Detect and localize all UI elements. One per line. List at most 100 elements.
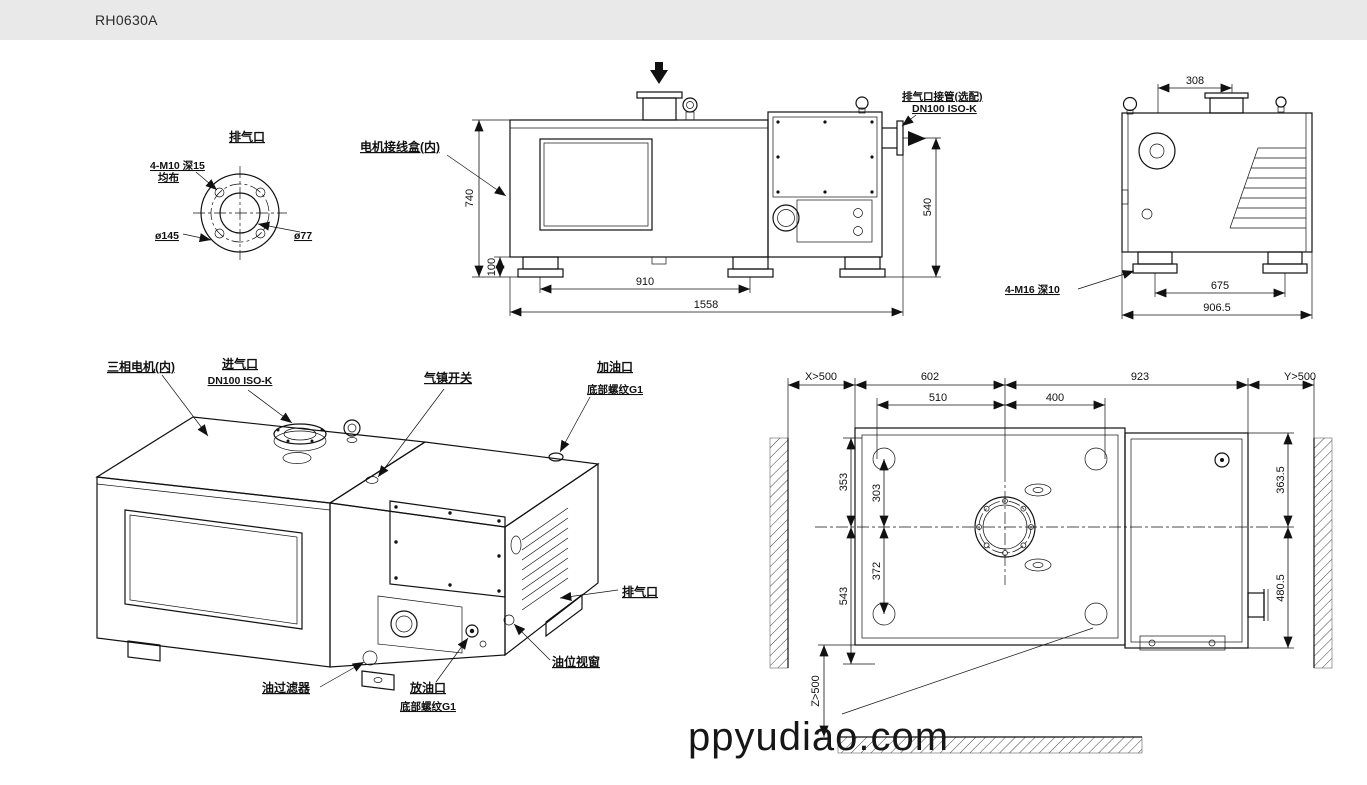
plan-dim-602: 602 <box>921 371 939 383</box>
svg-text:1558: 1558 <box>694 299 718 311</box>
side-exhaust-label-line1: 排气口接管(选配) <box>902 90 983 103</box>
iso-drain-plug <box>465 624 487 648</box>
side-inlet-port <box>636 91 683 121</box>
side-body-window <box>539 138 653 231</box>
side-dim-910: 910 <box>539 276 751 294</box>
plan-dim-400: 400 <box>1046 392 1064 404</box>
end-fan-housing <box>1138 132 1176 170</box>
flange-bolt-leader <box>195 171 218 191</box>
end-inlet-port <box>1204 92 1249 114</box>
side-dim-740: 740 <box>464 119 518 278</box>
flange-bolt-arrangement-label: 均布 <box>158 171 179 184</box>
iso-pump-front-face <box>329 502 506 668</box>
svg-text:910: 910 <box>636 276 654 288</box>
end-dim-308: 308 <box>1157 75 1233 113</box>
plan-dim-x: X>500 <box>805 371 837 383</box>
svg-text:675: 675 <box>1211 280 1229 292</box>
inlet-label-line1: 进气口 <box>222 356 258 371</box>
iso-right-foot <box>545 593 583 638</box>
svg-text:100: 100 <box>486 258 498 276</box>
end-vent-louvers <box>1229 147 1306 229</box>
side-junction-box <box>767 111 883 258</box>
flow-direction-down-arrow-icon <box>650 62 668 84</box>
oil-drain-label-line2: 底部螺纹G1 <box>400 700 456 713</box>
flange-bore-dia-leader <box>257 221 301 233</box>
plan-dim-923: 923 <box>1131 371 1149 383</box>
iso-oil-filter <box>362 650 378 666</box>
iso-gas-ballast-knob <box>365 476 379 484</box>
side-exhaust-leader <box>901 114 917 127</box>
iso-eyebolt-icon <box>343 419 361 443</box>
oil-filter-label: 油过滤器 <box>262 680 311 695</box>
motor-label: 三相电机(内) <box>107 359 175 374</box>
iso-oil-sight-glass <box>390 610 418 638</box>
oil-drain-label-line1: 放油口 <box>409 680 446 695</box>
iso-oil-level-window <box>503 614 515 626</box>
iso-inlet-flange <box>273 423 327 452</box>
plan-dim-372: 372 <box>871 562 883 580</box>
side-exhaust-flange <box>882 120 904 156</box>
plan-left-wall <box>769 437 789 669</box>
plan-dim-y: Y>500 <box>1284 371 1316 383</box>
iso-pump-end-face <box>504 462 599 657</box>
side-gas-ballast-knobs <box>853 208 863 236</box>
iso-exhaust-label: 排气口 <box>622 584 658 599</box>
plan-bottom-dim: Z>500 <box>810 644 855 737</box>
iso-end-vents <box>521 507 569 611</box>
oil-fill-label-line2: 底部螺纹G1 <box>587 383 643 396</box>
technical-drawing: 排气口 4-M10 深15 均布 ø145 ø77 <box>95 62 1333 759</box>
side-junction-eyebolt-icon <box>855 96 869 114</box>
plan-bottom-wall <box>837 736 1143 754</box>
svg-text:308: 308 <box>1186 75 1204 87</box>
flange-detail-view: 排气口 4-M10 深15 均布 ø145 ø77 <box>150 129 312 260</box>
end-feet <box>1132 251 1308 274</box>
flange-bolt-spec-label: 4-M10 深15 <box>150 159 205 172</box>
iso-motor-front-face <box>96 476 331 668</box>
plan-reference-line <box>841 627 1094 715</box>
oil-sight-leader <box>513 623 551 661</box>
plan-left-dims: 353 543 303 372 <box>838 437 889 665</box>
plan-dim-303: 303 <box>871 484 883 502</box>
plan-second-row-dims: 510 400 <box>876 392 1106 459</box>
plan-dim-353: 353 <box>838 473 850 491</box>
end-view: 308 4-M16 深10 675 906.5 <box>1005 75 1313 320</box>
side-main-body <box>509 119 769 258</box>
iso-lower-panel <box>377 595 463 654</box>
plan-mounting-holes <box>872 447 1108 626</box>
plan-right-wall <box>1313 437 1333 669</box>
plan-exhaust-stub <box>1247 589 1269 621</box>
plan-right-dims: 363.5 480.5 <box>1248 432 1294 649</box>
titlebar: RH0630A <box>0 0 1367 40</box>
flange-outer-dia-label: ø145 <box>155 230 179 242</box>
plan-top-ports <box>1024 483 1052 572</box>
flange-bore-dia-label: ø77 <box>294 230 312 242</box>
plan-inlet-flange <box>974 496 1036 558</box>
inlet-label-line2: DN100 ISO-K <box>208 375 273 387</box>
iso-pump-top-face <box>328 441 600 528</box>
plan-dim-363-5: 363.5 <box>1275 466 1287 494</box>
model-number: RH0630A <box>95 12 158 28</box>
oil-fill-leader <box>559 396 591 453</box>
end-dim-906-5: 906.5 <box>1121 252 1313 320</box>
plan-motor-box <box>1124 432 1249 649</box>
oil-drain-leader <box>435 637 469 683</box>
side-dim-540: 540 <box>884 137 941 278</box>
oil-sight-label: 油位视窗 <box>552 654 600 669</box>
iso-motor-window <box>124 509 303 630</box>
flow-direction-right-arrow-icon <box>908 131 926 146</box>
isometric-view: 三相电机(内) 进气口 DN100 ISO-K 气镇开关 加油口 底部螺纹G1 … <box>95 356 658 713</box>
svg-text:740: 740 <box>464 189 476 207</box>
end-drain-plug <box>1141 208 1153 220</box>
end-dim-675: 675 <box>1154 273 1286 298</box>
flange-title-label: 排气口 <box>229 129 265 144</box>
side-dim-100: 100 <box>486 256 510 277</box>
iso-oil-fill-cap <box>548 452 564 462</box>
side-eyebolt-icon <box>682 97 698 121</box>
junction-box-leader <box>446 154 507 197</box>
flange-centerlines <box>193 166 287 260</box>
junction-box-label: 电机接线盒(内) <box>360 139 440 154</box>
gas-ballast-label: 气镇开关 <box>423 370 472 385</box>
drawing-canvas: 排气口 4-M10 深15 均布 ø145 ø77 <box>0 40 1367 785</box>
svg-text:540: 540 <box>922 198 934 216</box>
side-dim-1558: 1558 <box>509 155 904 317</box>
